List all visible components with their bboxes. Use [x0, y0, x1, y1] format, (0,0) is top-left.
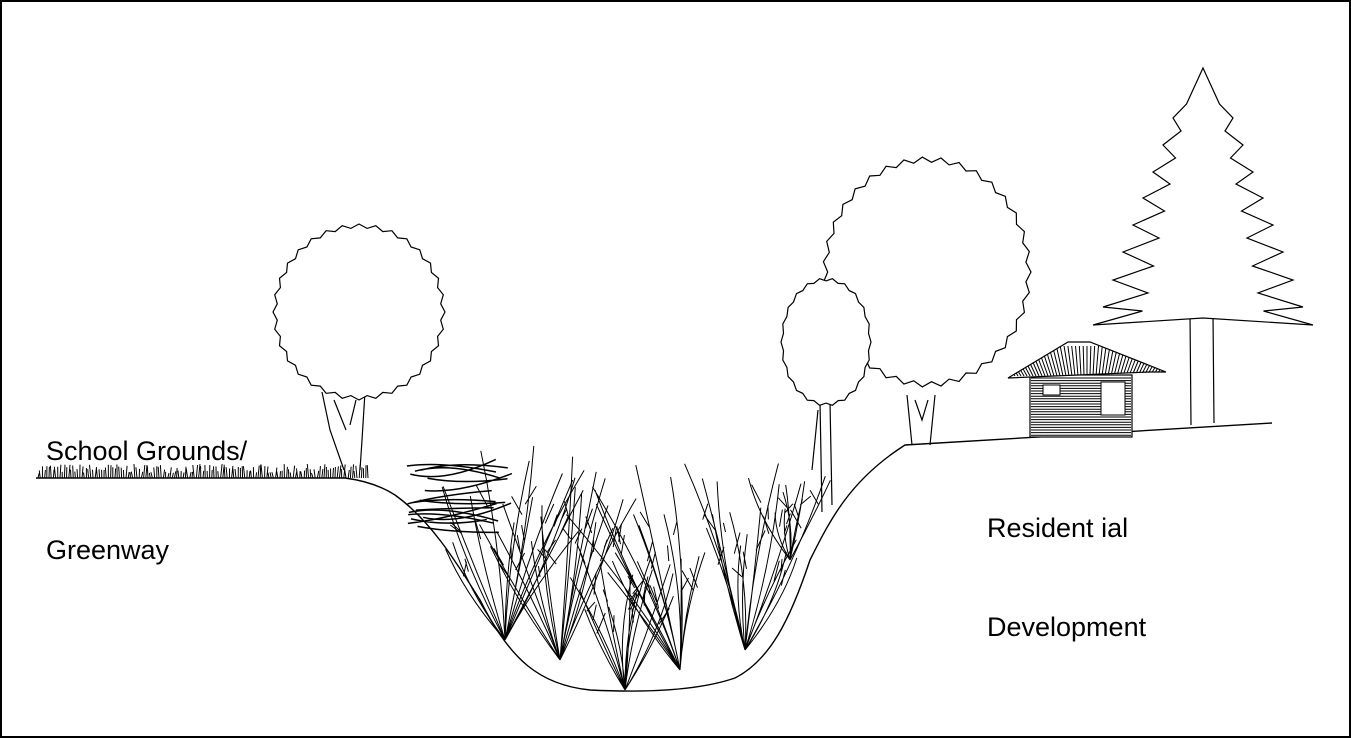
house-window-right [1101, 382, 1125, 415]
label-school-grounds-line1: School Grounds/ [46, 435, 247, 468]
house-window-left [1043, 385, 1060, 395]
brush-pile [407, 459, 512, 532]
left-tree-canopy [273, 224, 445, 400]
trees [273, 68, 1313, 512]
left-tree-trunk [322, 392, 365, 470]
house [991, 342, 1178, 437]
right-small-tree-canopy [781, 279, 871, 406]
label-residential: Resident ial Development [987, 446, 1146, 677]
conifer-trunk [1190, 315, 1214, 425]
label-residential-line2: Development [987, 611, 1146, 644]
label-residential-line1: Resident ial [987, 512, 1146, 545]
label-school-grounds: School Grounds/ Greenway [46, 369, 247, 600]
right-large-tree-trunk [907, 395, 935, 445]
conifer-foliage [1093, 68, 1313, 325]
brush-branches [407, 459, 512, 532]
shrub-cluster-1 [442, 446, 584, 640]
riparian-shrubs [442, 446, 830, 690]
right-small-tree-trunk [812, 402, 832, 512]
shrub-cluster-6 [749, 478, 831, 560]
label-school-grounds-line2: Greenway [46, 534, 247, 567]
